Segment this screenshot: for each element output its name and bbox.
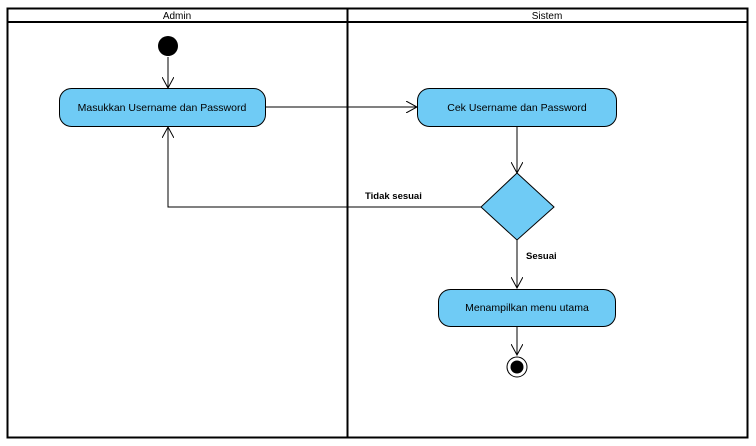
swimlane-container: Admin Sistem	[6, 7, 749, 439]
final-node-core	[510, 360, 524, 374]
activity-input-credentials-label: Masukkan Username dan Password	[78, 102, 247, 114]
activity-show-main-menu-box	[438, 289, 616, 327]
activity-input-credentials-box	[59, 88, 266, 127]
lane-title-admin: Admin	[163, 11, 191, 22]
final-node	[506, 356, 528, 378]
swimlane-frame	[6, 7, 749, 439]
activity-show-main-menu-label: Menampilkan menu utama	[465, 302, 589, 314]
activity-check-credentials: Cek Username dan Password	[417, 88, 617, 127]
activity-input-credentials: Masukkan Username dan Password	[59, 88, 266, 127]
guard-label-not-match: Tidak sesuai	[365, 191, 422, 202]
edge-decision-to-input	[168, 127, 481, 208]
lane-title-sistem: Sistem	[532, 11, 563, 22]
activity-check-credentials-label: Cek Username dan Password	[447, 102, 587, 114]
initial-node	[158, 36, 178, 56]
guard-label-match: Sesuai	[526, 251, 557, 262]
decision-node	[480, 172, 555, 241]
edges	[168, 57, 517, 355]
activity-show-main-menu: Menampilkan menu utama	[438, 289, 616, 327]
activity-check-credentials-box	[417, 88, 617, 127]
